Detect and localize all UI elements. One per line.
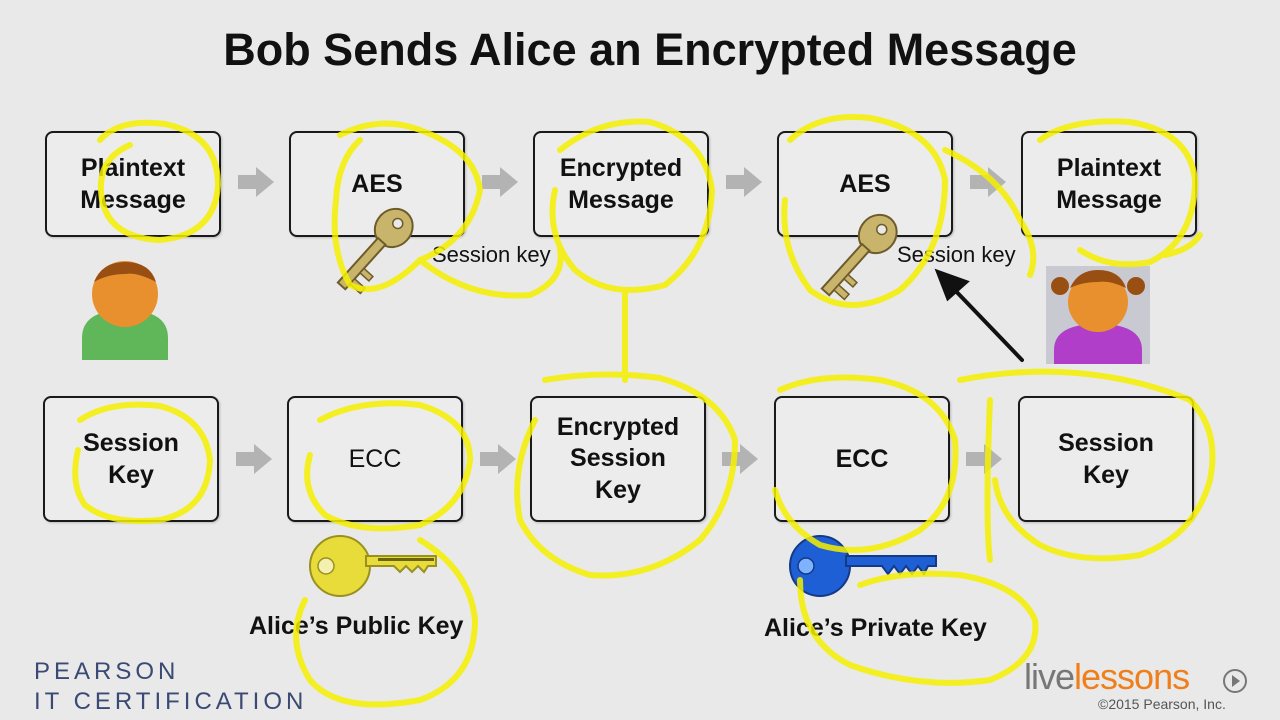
chevron-right-icon bbox=[726, 167, 762, 197]
chevron-right-icon bbox=[970, 167, 1006, 197]
chevron-right-icon bbox=[482, 167, 518, 197]
box-label: Message bbox=[568, 186, 674, 214]
pearson-logo-line2: IT CERTIFICATION bbox=[34, 688, 308, 715]
box-label: Session bbox=[1058, 428, 1154, 457]
box-label: Plaintext bbox=[1056, 153, 1162, 182]
alice-avatar-icon bbox=[1046, 266, 1150, 364]
box-label: Message bbox=[1056, 186, 1162, 214]
box-label: AES bbox=[839, 169, 891, 198]
box-label: ECC bbox=[835, 444, 889, 473]
box-label: Encrypted bbox=[556, 413, 680, 442]
chevron-right-icon bbox=[236, 444, 272, 474]
copyright-text: ©2015 Pearson, Inc. bbox=[1098, 696, 1226, 712]
gold-key-icon bbox=[336, 207, 414, 295]
private-key-icon bbox=[789, 535, 937, 597]
box-label: AES bbox=[351, 169, 403, 198]
box-label: Message bbox=[80, 186, 186, 214]
public-key-icon bbox=[309, 535, 437, 597]
box-label: Session bbox=[83, 428, 179, 457]
gold-key-icon bbox=[820, 213, 898, 301]
bob-avatar-icon bbox=[82, 261, 168, 360]
ecc-decrypt-box: ECC bbox=[774, 396, 950, 522]
box-label: Key bbox=[1083, 461, 1129, 489]
session-key-label: Session key bbox=[432, 242, 551, 267]
box-label: Plaintext bbox=[80, 153, 186, 182]
box-label: Key bbox=[108, 461, 154, 489]
chevron-right-icon bbox=[480, 444, 516, 474]
ecc-encrypt-box: ECC bbox=[287, 396, 463, 522]
chevron-right-icon bbox=[966, 444, 1002, 474]
box-label: Key bbox=[595, 475, 641, 504]
slide-title: Bob Sends Alice an Encrypted Message bbox=[223, 24, 1077, 75]
chevron-right-icon bbox=[238, 167, 274, 197]
box-label: ECC bbox=[348, 444, 402, 473]
box-label: Session bbox=[570, 444, 666, 473]
alice-private-key-label: Alice’s Private Key bbox=[764, 614, 987, 642]
livelessons-logo-part2: lessons bbox=[1074, 656, 1190, 697]
session-key-label: Session key bbox=[897, 242, 1016, 267]
livelessons-logo: livelessons bbox=[1024, 656, 1190, 698]
alice-public-key-label: Alice’s Public Key bbox=[249, 612, 464, 640]
chevron-right-icon bbox=[722, 444, 758, 474]
livelessons-logo-part1: live bbox=[1024, 656, 1075, 697]
play-icon bbox=[1223, 669, 1247, 693]
pearson-logo-line1: PEARSON bbox=[34, 658, 180, 685]
box-label: Encrypted bbox=[559, 153, 683, 182]
